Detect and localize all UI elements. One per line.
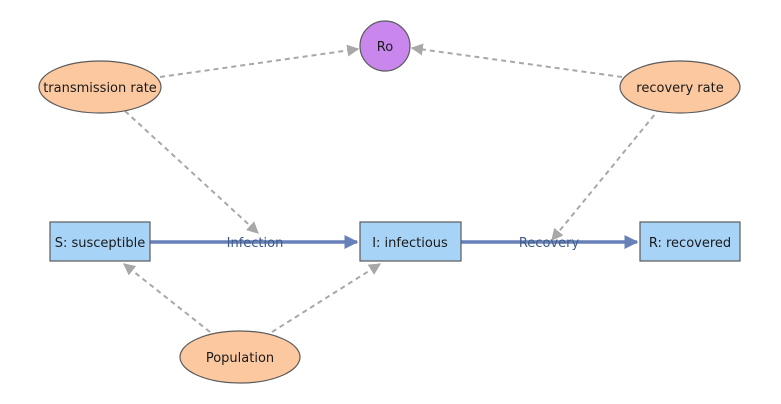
population-label: Population <box>206 351 274 366</box>
susceptible-stock[interactable]: S: susceptible <box>49 221 151 262</box>
ro-node[interactable]: Ro <box>359 20 411 72</box>
flow-infection-label: Infection <box>227 236 284 251</box>
link-recovery-to-recovery[interactable] <box>551 107 661 241</box>
link-recovery-to-ro[interactable] <box>410 43 623 78</box>
recovered-stock[interactable]: R: recovered <box>639 221 741 262</box>
flow-recovery-label: Recovery <box>519 236 580 251</box>
recovery-rate-node[interactable]: recovery rate <box>619 60 741 114</box>
infectious-label: I: infectious <box>372 236 448 251</box>
susceptible-label: S: susceptible <box>55 236 146 251</box>
recovered-label: R: recovered <box>649 236 731 251</box>
transmission-rate-node[interactable]: transmission rate <box>38 60 162 114</box>
link-population-to-susceptible[interactable] <box>123 263 211 333</box>
link-population-to-infectious[interactable] <box>271 263 382 333</box>
recovery-rate-label: recovery rate <box>636 81 723 96</box>
link-transmission-to-ro[interactable] <box>159 44 360 78</box>
infectious-stock[interactable]: I: infectious <box>359 221 462 262</box>
link-transmission-to-infection[interactable] <box>124 110 259 234</box>
ro-label: Ro <box>377 40 393 55</box>
transmission-rate-label: transmission rate <box>43 81 157 96</box>
population-node[interactable]: Population <box>179 330 301 384</box>
